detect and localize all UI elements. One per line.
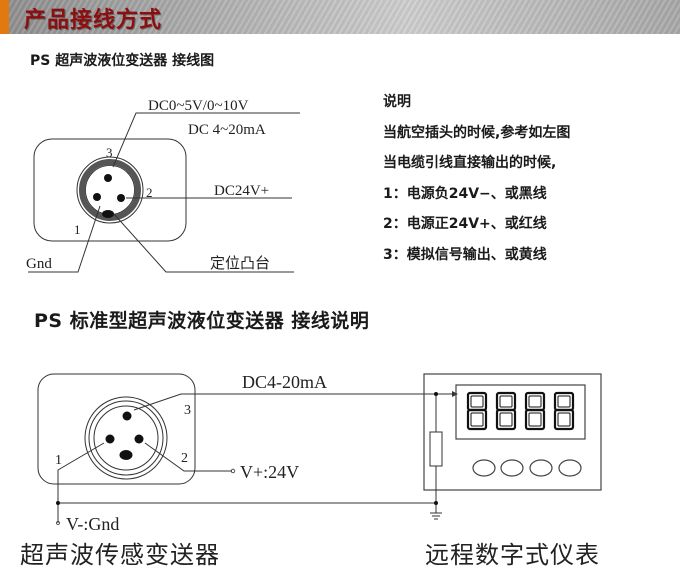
- label-signal-voltage: DC0~5V/0~10V: [148, 98, 249, 114]
- pin-1: [93, 193, 101, 201]
- pin-label-1: 1: [74, 222, 81, 237]
- sensor-pin-label-1: 1: [55, 453, 62, 468]
- header-accent-stripe: [0, 0, 9, 34]
- label-v-minus: V-:Gnd: [66, 514, 119, 534]
- connector-outer-ring: [76, 156, 144, 224]
- sensor-pin-2: [134, 434, 144, 444]
- leader-boss: [113, 213, 294, 273]
- label-power-positive: DC24V+: [214, 183, 269, 199]
- wiring-diagram-title: PS 超声波液位变送器 接线图: [30, 53, 215, 69]
- sensor-housing: [37, 373, 196, 485]
- caption-sensor: 超声波传感变送器: [20, 541, 220, 569]
- label-ground: Gnd: [26, 256, 52, 272]
- label-signal-4-20ma: DC4-20mA: [242, 372, 327, 392]
- label-signal-current: DC 4~20mA: [188, 122, 266, 138]
- notes-line-2: 当电缆引线直接输出的时候,: [383, 155, 557, 171]
- notes-line-3: 1：电源负24V−、或黑线: [383, 185, 547, 202]
- leader-pin3: [112, 112, 300, 168]
- pin-2: [117, 194, 125, 202]
- pin-label-2: 2: [146, 185, 153, 200]
- notes-heading: 说明: [383, 94, 411, 110]
- pin-label-3: 3: [106, 145, 113, 160]
- leader-pin1: [28, 205, 101, 273]
- meter-button-2: [500, 459, 524, 477]
- sensor-pin-label-3: 3: [184, 403, 191, 418]
- label-locating-boss: 定位凸台: [210, 254, 270, 272]
- wire-v-plus: [144, 442, 232, 472]
- label-v-plus: V+:24V: [240, 462, 299, 482]
- meter-button-3: [529, 459, 553, 477]
- notes-line-5: 3：模拟信号输出、或黄线: [383, 246, 547, 263]
- sensor-ring-inner: [93, 405, 159, 471]
- sensor-pin-3: [122, 411, 132, 421]
- meter-button-4: [558, 459, 582, 477]
- meter-display-window: [455, 384, 586, 440]
- caption-meter: 远程数字式仪表: [425, 541, 600, 569]
- notes-line-4: 2：电源正24V+、或红线: [383, 216, 547, 232]
- notes-line-1: 当航空插头的时候,参考如左图: [383, 124, 571, 141]
- sensor-pin-1: [105, 434, 115, 444]
- section-header-bar: 产品接线方式: [0, 0, 680, 34]
- pin-3: [104, 174, 112, 182]
- wire-v-minus: [57, 442, 105, 523]
- header-title: 产品接线方式: [24, 8, 163, 33]
- seven-segment-display: [466, 391, 575, 431]
- sensor-ring-middle: [88, 400, 164, 476]
- locating-key: [102, 210, 114, 218]
- sensor-ring-outer: [84, 396, 168, 480]
- shunt-resistor: [429, 431, 443, 467]
- wiring-notes: 说明 当航空插头的时候,参考如左图 当电缆引线直接输出的时候, 1：电源负24V…: [383, 87, 570, 270]
- sensor-locating-key: [119, 450, 133, 460]
- meter-button-1: [472, 459, 496, 477]
- meter-housing: [423, 373, 602, 491]
- sensor-pin-label-2: 2: [181, 451, 188, 466]
- plug-housing: [33, 138, 187, 242]
- connector-thick-ring: [79, 159, 141, 221]
- wire-signal: [133, 393, 452, 411]
- standard-wiring-title: PS 标准型超声波液位变送器 接线说明: [34, 310, 370, 332]
